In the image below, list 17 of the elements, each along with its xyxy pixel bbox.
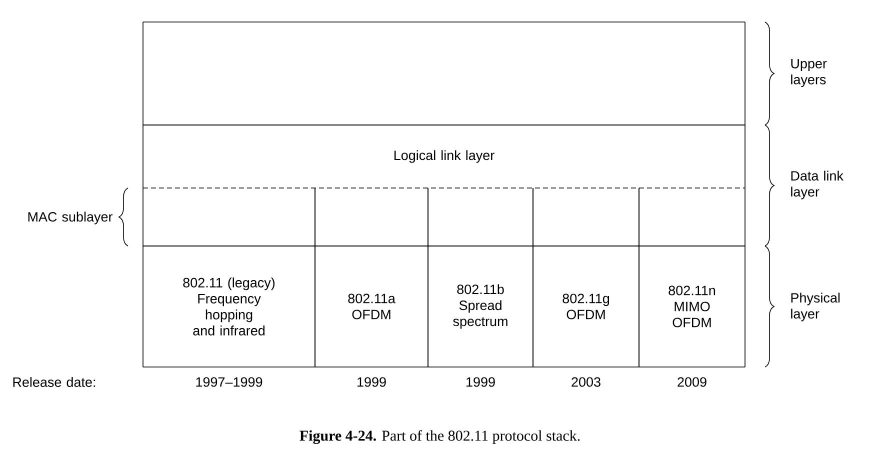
date-label: 2003 [572,377,600,387]
sublayer-cell [638,188,746,246]
protocol-cell: 802.11n MIMO OFDM [638,246,746,368]
row-label: Release date: [13,377,95,387]
protocol-cell: 802.11g OFDM [532,246,640,368]
protocol-cell: 802.11a OFDM [314,246,428,368]
brace-label: Data link layer [791,170,844,200]
brace-label: Physical layer [791,292,840,322]
date-label: 1999 [466,377,495,387]
protocol-cell: 802.11 (legacy) Frequency hopping and infrared [142,246,316,368]
date-label: 2009 [678,377,706,387]
caption: Figure 4-24. Part of the 802.11 protocol stack. [300,430,580,444]
layer-box [142,22,746,126]
brace-label: Upper layers [791,58,827,88]
protocol-cell: 802.11b Spread spectrum [428,246,534,368]
brace-label: MAC sublayer [28,212,113,224]
layer-box: Logical link layer [142,124,746,188]
